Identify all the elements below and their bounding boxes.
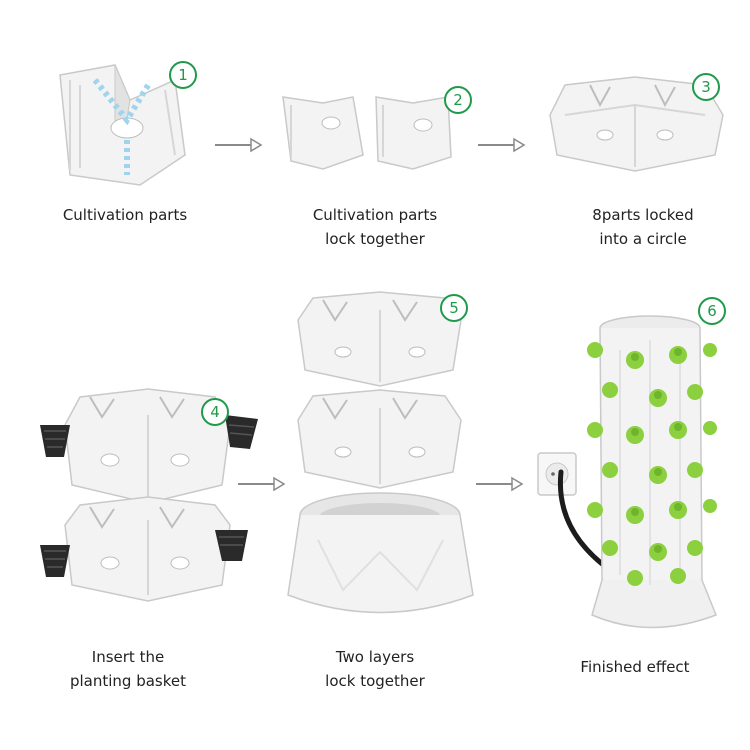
power-cable (557, 469, 613, 573)
step-label: Insert the planting basket (28, 645, 228, 693)
two-layers-and-base-illustration (287, 291, 474, 614)
step-number-badge: 3 (692, 73, 720, 101)
arrow-right-icon (238, 476, 286, 492)
step-number-badge: 4 (201, 398, 229, 426)
step-number-badge: 5 (440, 294, 468, 322)
ring-with-baskets-illustration (40, 388, 258, 602)
step-label-line: lock together (325, 230, 425, 248)
step-label: 8parts locked into a circle (543, 203, 743, 251)
step-label-line: Cultivation parts (62, 206, 188, 224)
step-label-line: planting basket (69, 672, 187, 690)
step-label-line: Cultivation parts (312, 206, 438, 224)
two-parts-illustration (282, 96, 452, 170)
step-label-line: lock together (325, 672, 425, 690)
step-label-line: Finished effect (580, 658, 690, 676)
arrow-right-icon (215, 137, 263, 153)
cultivation-part-illustration (59, 64, 186, 186)
step-label: Finished effect (535, 655, 735, 679)
step-label: Cultivation parts (25, 203, 225, 227)
arrow-right-icon (476, 476, 524, 492)
step-label-line: Two layers (335, 648, 415, 666)
step-number-badge: 6 (698, 297, 726, 325)
step-number-badge: 2 (444, 86, 472, 114)
step-label-line: 8parts locked (592, 206, 694, 224)
finished-tower-illustration (587, 315, 717, 629)
arrow-right-icon (478, 137, 526, 153)
step-label-line: Insert the (91, 648, 165, 666)
step-label: Two layers lock together (275, 645, 475, 693)
step-label-line: into a circle (599, 230, 687, 248)
step-label: Cultivation parts lock together (275, 203, 475, 251)
step-number-badge: 1 (169, 61, 197, 89)
ring-of-eight-parts-illustration (549, 76, 724, 172)
